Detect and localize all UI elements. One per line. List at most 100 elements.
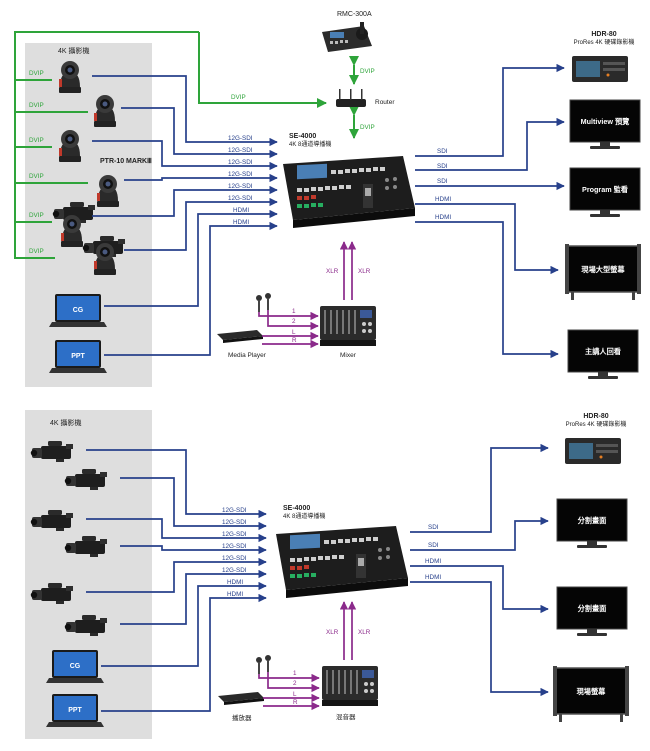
svg-text:DVIP: DVIP <box>29 137 44 144</box>
output-labels-top: SDI SDI SDI HDMI HDMI <box>435 148 451 221</box>
dvip-rmc-label: DVIP <box>360 68 375 75</box>
monitor-label: 現場大型螢幕 <box>581 265 625 274</box>
ptz-camera-icon <box>94 95 116 127</box>
ptz-camera-icon <box>61 215 83 247</box>
switcher-title: SE-4000 <box>289 133 316 140</box>
svg-text:DVIP: DVIP <box>29 248 44 255</box>
svg-text:HDMI: HDMI <box>233 207 249 214</box>
xlr-label: XLR <box>358 268 371 275</box>
audio-label: 2 <box>292 318 296 325</box>
xlr-label: XLR <box>358 629 371 636</box>
media-player-label: Media Player <box>228 352 267 359</box>
switcher-title: SE-4000 <box>283 505 310 512</box>
audio-label: L <box>292 329 296 336</box>
ppt-label: PPT <box>68 707 82 714</box>
switcher-icon <box>283 156 415 228</box>
svg-text:HDMI: HDMI <box>435 214 451 221</box>
microphone-icon <box>256 295 262 312</box>
monitor-label: Multiview 預覽 <box>581 117 631 126</box>
microphone-icon <box>256 657 262 674</box>
svg-text:12G-SDI: 12G-SDI <box>222 543 247 550</box>
svg-text:SDI: SDI <box>428 524 439 531</box>
svg-text:HDMI: HDMI <box>233 219 249 226</box>
svg-text:HDMI: HDMI <box>425 558 441 565</box>
audio-label: 1 <box>293 670 297 677</box>
svg-text:12G-SDI: 12G-SDI <box>228 183 253 190</box>
ptz-camera-icon <box>94 243 116 275</box>
svg-text:12G-SDI: 12G-SDI <box>222 555 247 562</box>
xlr-label: XLR <box>326 268 339 275</box>
router-label: Router <box>375 99 395 106</box>
cg-label: CG <box>70 663 81 670</box>
switcher-subtitle: 4K 8通道導播機 <box>283 512 325 520</box>
ptz-camera-icon <box>59 130 81 162</box>
cg-label: CG <box>73 307 84 314</box>
camera-panel-bottom <box>25 410 152 739</box>
svg-text:SDI: SDI <box>437 163 448 170</box>
ptr-label: PTR-10 MARKⅢ <box>100 157 152 165</box>
outputs-bottom <box>410 443 549 697</box>
input-labels-bottom: 12G-SDI 12G-SDI 12G-SDI 12G-SDI 12G-SDI … <box>222 507 247 598</box>
svg-text:12G-SDI: 12G-SDI <box>228 135 253 142</box>
svg-text:DVIP: DVIP <box>29 212 44 219</box>
hdr-recorder-icon <box>565 438 621 464</box>
hdr-subtitle: ProRes 4K 硬碟錄影機 <box>566 420 627 428</box>
svg-text:HDMI: HDMI <box>227 579 243 586</box>
svg-text:DVIP: DVIP <box>29 70 44 77</box>
svg-text:DVIP: DVIP <box>29 102 44 109</box>
output-labels-bottom: SDI SDI HDMI HDMI <box>425 524 441 581</box>
switcher-subtitle: 4K 8通道導播機 <box>289 140 331 148</box>
dvip-network <box>14 31 327 259</box>
ptz-camera-icon <box>97 175 119 207</box>
sdi-inputs-bottom <box>86 449 267 712</box>
camera-group-label: 4K 攝影機 <box>50 418 82 427</box>
audio-label: R <box>293 699 298 706</box>
svg-text:HDMI: HDMI <box>227 591 243 598</box>
mixer-icon <box>320 306 376 346</box>
sdi-inputs-top <box>92 75 278 356</box>
svg-text:12G-SDI: 12G-SDI <box>228 171 253 178</box>
hdr-title: HDR-80 <box>591 31 616 38</box>
audio-label: R <box>292 337 297 344</box>
svg-text:12G-SDI: 12G-SDI <box>222 531 247 538</box>
hdr-subtitle: ProRes 4K 硬碟錄影機 <box>574 38 635 46</box>
svg-text:DVIP: DVIP <box>231 94 246 101</box>
dvip-labels: DVIP DVIP DVIP DVIP DVIP DVIP DVIP <box>29 70 246 255</box>
audio-lines-bottom <box>258 601 357 711</box>
monitor-label: 分割畫面 <box>578 604 607 613</box>
svg-text:12G-SDI: 12G-SDI <box>228 147 253 154</box>
svg-text:12G-SDI: 12G-SDI <box>228 159 253 166</box>
ppt-label: PPT <box>71 353 85 360</box>
svg-text:HDMI: HDMI <box>425 574 441 581</box>
hdr-recorder-icon <box>572 56 628 82</box>
rmc-label: RMC-300A <box>337 11 372 18</box>
svg-text:SDI: SDI <box>437 178 448 185</box>
media-player-icon <box>217 330 263 343</box>
mixer-icon <box>322 666 378 706</box>
dvip-switcher-label: DVIP <box>360 124 375 131</box>
ptz-camera-icon <box>59 61 81 93</box>
svg-text:SDI: SDI <box>428 542 439 549</box>
switcher-icon <box>276 526 408 598</box>
monitor-label: 現場螢幕 <box>577 687 607 696</box>
microphone-icon <box>265 655 271 672</box>
media-player-label: 播放器 <box>232 713 252 722</box>
svg-text:SDI: SDI <box>437 148 448 155</box>
rmc-controller-icon <box>322 22 372 52</box>
media-player-icon <box>218 692 264 705</box>
monitor-label: 分割畫面 <box>578 516 607 525</box>
audio-label: L <box>293 691 297 698</box>
monitor-label: 主講人回看 <box>585 347 621 356</box>
svg-text:12G-SDI: 12G-SDI <box>222 507 247 514</box>
xlr-label: XLR <box>326 629 339 636</box>
svg-text:12G-SDI: 12G-SDI <box>222 519 247 526</box>
outputs-top <box>415 63 565 359</box>
audio-label: 1 <box>292 308 296 315</box>
input-labels-top: 12G-SDI 12G-SDI 12G-SDI 12G-SDI 12G-SDI … <box>228 135 253 226</box>
svg-text:12G-SDI: 12G-SDI <box>228 195 253 202</box>
mixer-label: Mixer <box>340 352 357 359</box>
mixer-label: 混音器 <box>336 712 356 721</box>
microphone-icon <box>265 293 271 310</box>
svg-text:12G-SDI: 12G-SDI <box>222 567 247 574</box>
